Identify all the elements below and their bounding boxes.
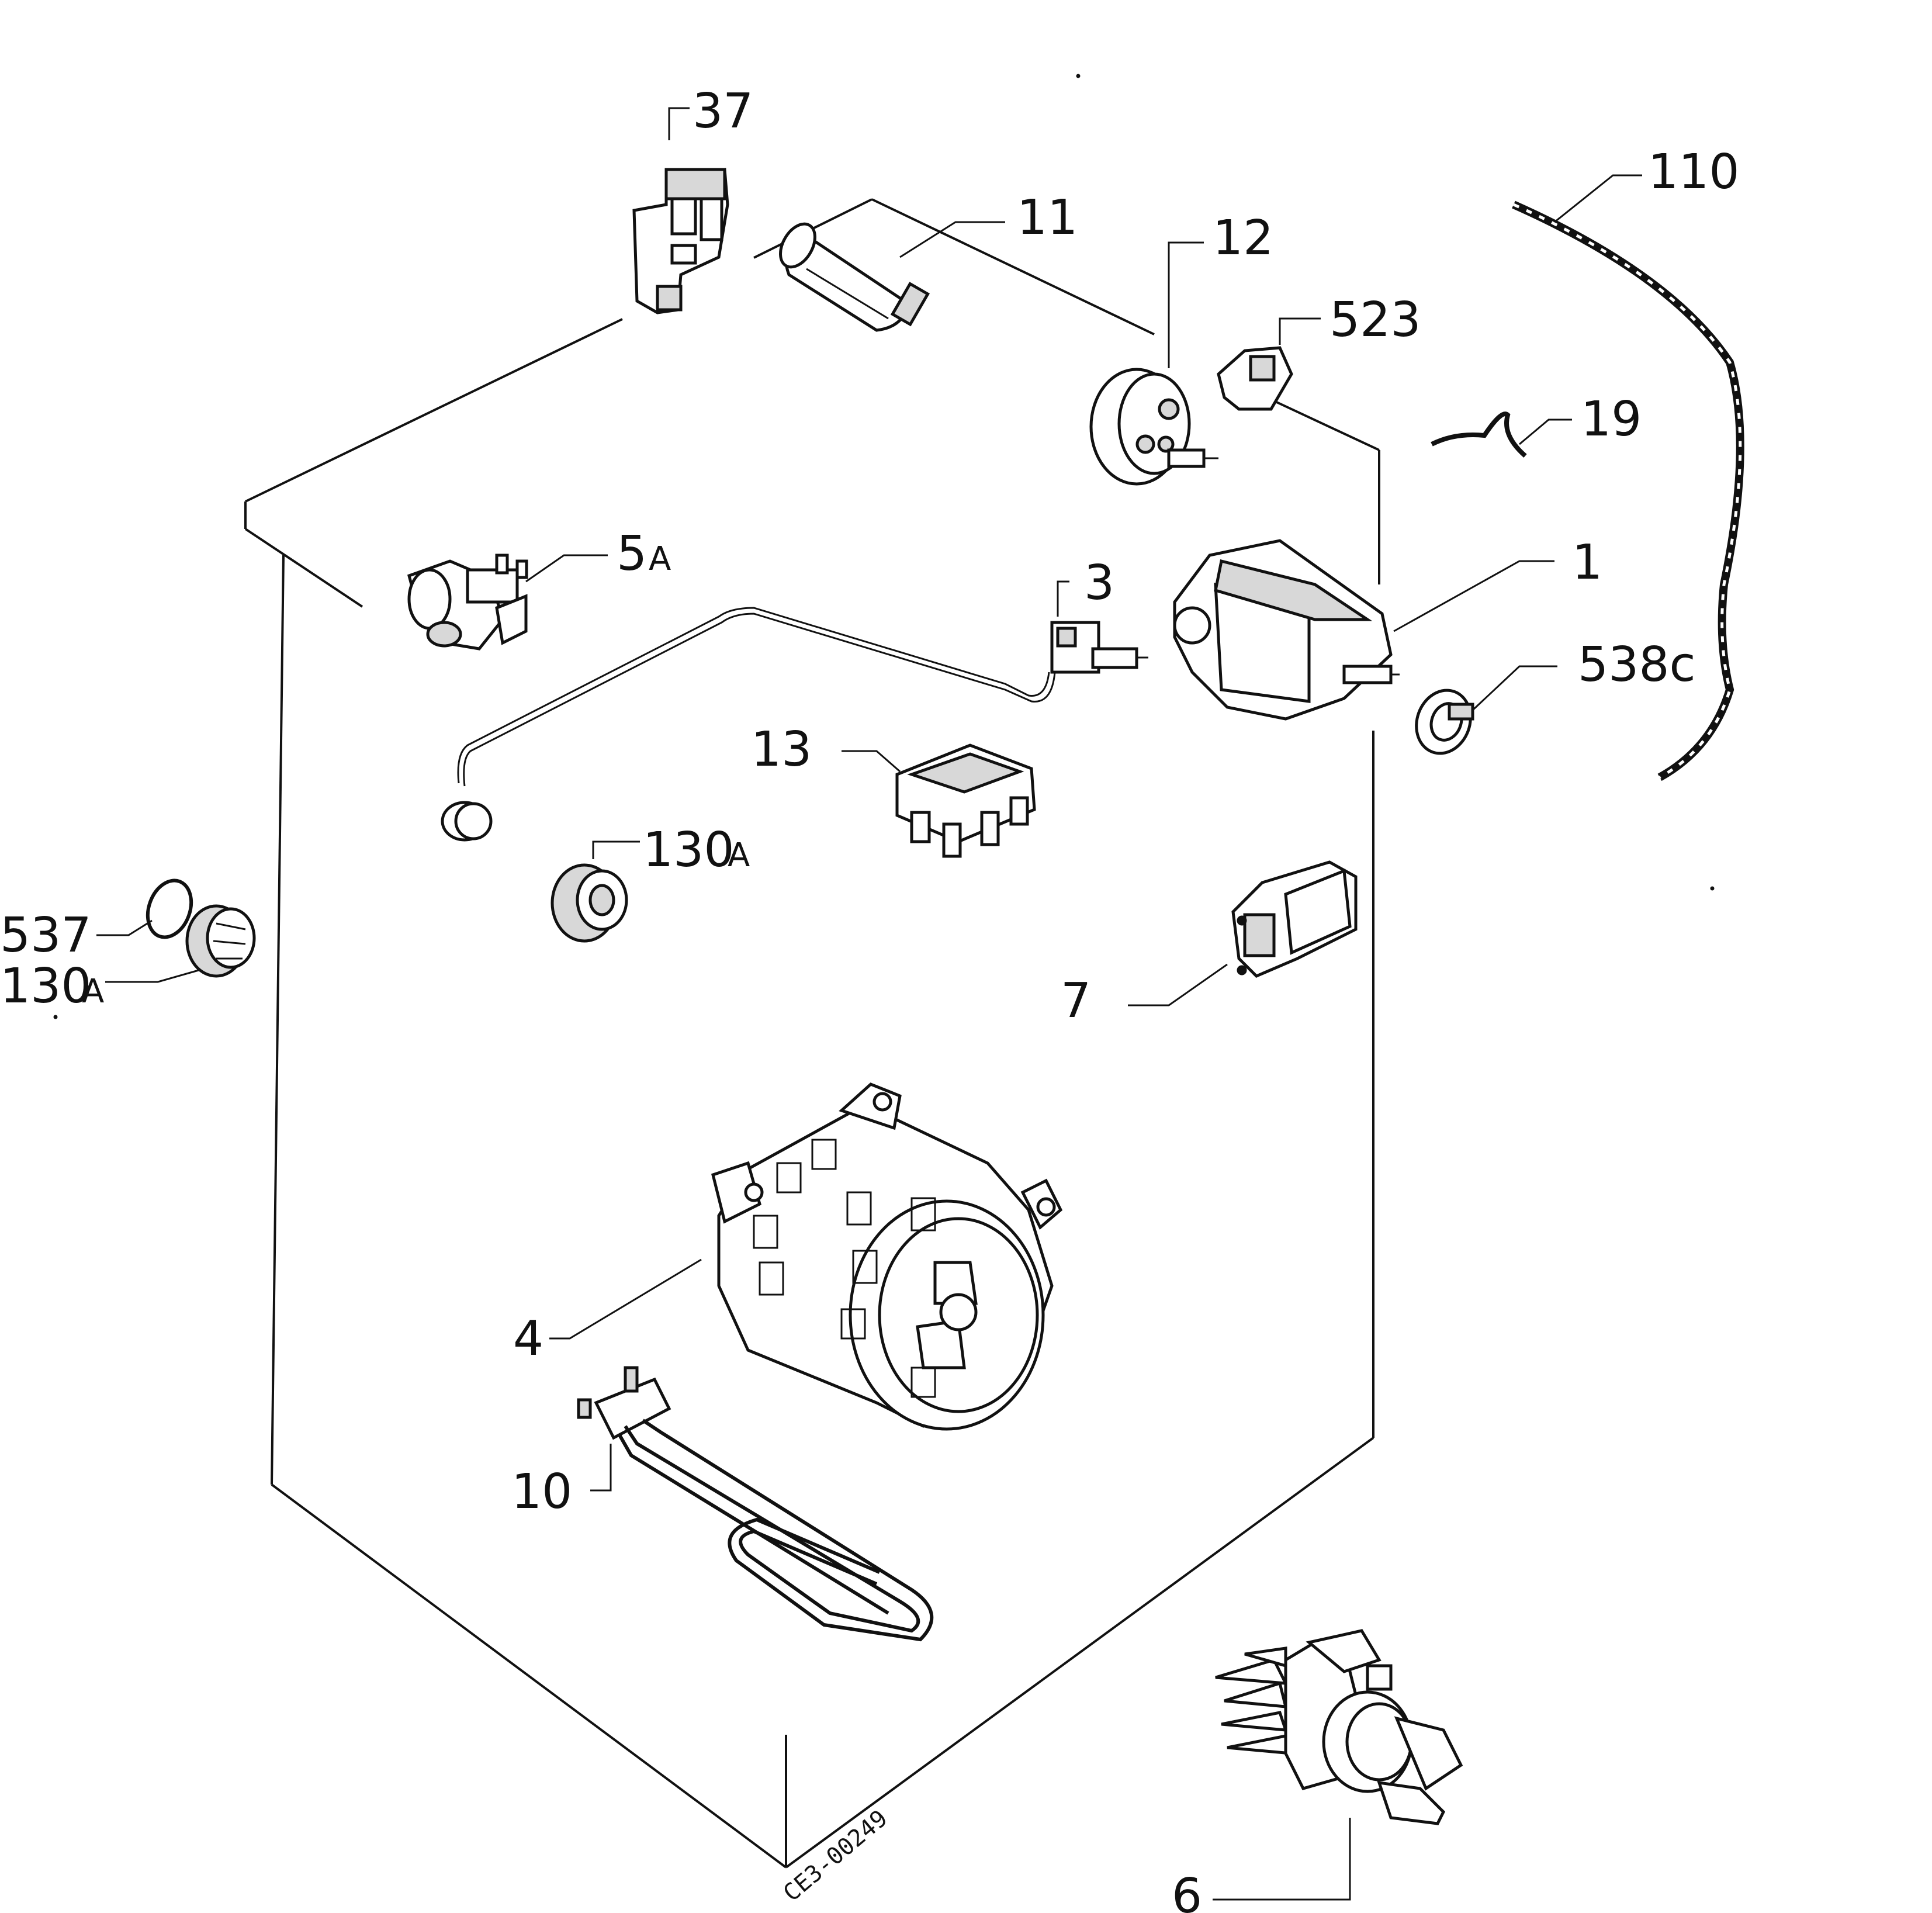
speck (1076, 74, 1081, 78)
retaining-ring-538c (1415, 665, 1557, 755)
label-13: 13 (751, 722, 812, 777)
cabinet-outline (244, 198, 1380, 1869)
label-7: 7 (1061, 973, 1091, 1029)
speck (53, 1015, 58, 1019)
label-537: 537 (0, 908, 92, 963)
drawing-code: CE3-00249 (778, 1805, 893, 1907)
switch-block-13 (842, 743, 1036, 858)
label-11: 11 (1017, 190, 1078, 245)
label-1: 1 (1572, 535, 1602, 590)
label-3: 3 (1084, 555, 1114, 611)
label-523: 523 (1329, 292, 1421, 348)
label-10: 10 (511, 1464, 572, 1520)
pressure-switch-12 (1089, 241, 1218, 486)
suppressor-7 (1128, 860, 1358, 1006)
speck (1710, 886, 1715, 891)
door-interlock-37 (632, 107, 729, 314)
motor-4 (549, 1082, 1063, 1431)
svg-text:5: 5 (617, 526, 647, 582)
label-538c: 538c (1578, 637, 1696, 693)
connector-523 (1217, 317, 1321, 411)
label-19: 19 (1581, 392, 1642, 447)
label-130a-left: 130 A (0, 959, 104, 1014)
label-4: 4 (513, 1311, 543, 1367)
programmer-timer-1 (1173, 539, 1554, 721)
svg-text:A: A (82, 973, 104, 1011)
thermostat-3 (441, 580, 1148, 842)
bushing-130a-mid (550, 840, 640, 943)
bushing-130a-left (105, 904, 256, 983)
svg-text:A: A (728, 836, 750, 874)
label-5a: 5 A (617, 526, 671, 582)
inlet-valve-5a (407, 554, 608, 651)
label-110: 110 (1648, 144, 1740, 200)
svg-text:130: 130 (0, 959, 92, 1014)
spring-clip-19 (1431, 411, 1572, 458)
seal-ring-537 (96, 878, 193, 939)
heating-element-10 (577, 1366, 934, 1642)
drain-pump-6 (1213, 1629, 1463, 1901)
label-6: 6 (1172, 1869, 1202, 1913)
label-37: 37 (693, 84, 753, 139)
label-12: 12 (1213, 210, 1273, 266)
svg-text:130: 130 (643, 822, 735, 878)
svg-text:A: A (649, 540, 671, 578)
hose-110 (1512, 174, 1744, 781)
capacitor-11 (779, 221, 1005, 332)
label-130a-mid: 130 A (643, 822, 750, 878)
